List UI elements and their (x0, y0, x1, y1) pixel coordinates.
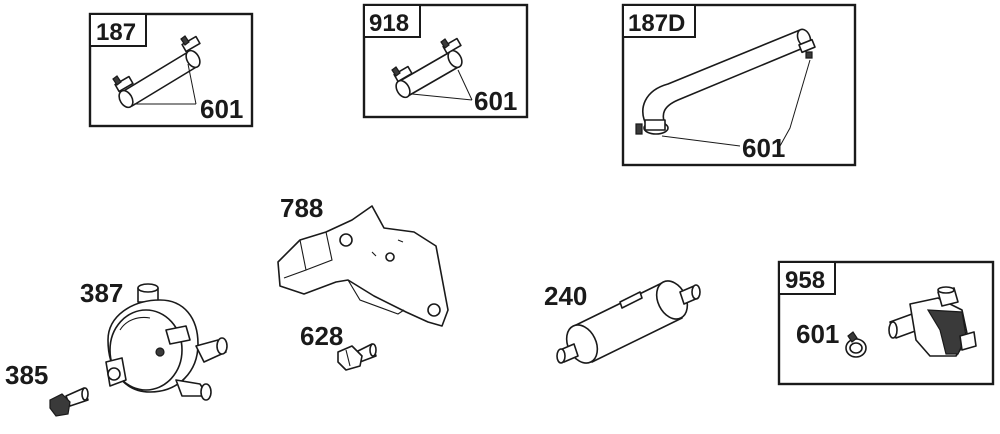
pump-screw-label: 385 (5, 360, 48, 390)
kit-187-tag: 187 (96, 19, 136, 46)
kit-958-clamp-label: 601 (796, 319, 839, 349)
kit-958-tag-frame (778, 261, 836, 295)
fuel-filter-label: 240 (544, 281, 587, 311)
fuel-pump-387-group: 387 (80, 278, 228, 401)
kit-187-group: 187 601 (88, 12, 254, 128)
kit-958-valve-illustration (888, 286, 977, 357)
kit-187d-group: 187D 601 (621, 3, 857, 167)
bolt-628-label: 628 (300, 321, 343, 351)
bracket-788-label: 788 (280, 193, 323, 223)
kit-187d-tag: 187D (628, 10, 685, 37)
kit-918-hose-illustration (391, 37, 463, 99)
kit-187-clamp-label: 601 (200, 94, 243, 124)
fuel-pump-label: 387 (80, 278, 123, 308)
kit-187-tag-frame (89, 13, 147, 47)
kit-918-clamp-label: 601 (474, 86, 517, 116)
fuel-pump-illustration (105, 283, 228, 401)
kit-958-clamp-illustration (845, 331, 867, 358)
kit-187d-leader (661, 59, 811, 147)
screw-385-illustration (49, 387, 89, 417)
kit-187-hose-illustration (112, 35, 201, 109)
bracket-illustration (277, 205, 449, 327)
fuel-filter-240-group: 240 (544, 280, 701, 364)
kit-958-group: 958 601 (777, 260, 995, 386)
fuel-filter-illustration (556, 280, 701, 364)
kit-187d-clamp-label: 601 (742, 133, 785, 163)
kit-918-tag: 918 (369, 10, 409, 37)
bracket-788-group: 788 (277, 193, 449, 327)
bolt-628-group: 628 (300, 321, 377, 371)
kit-918-leader (411, 69, 473, 101)
kit-958-tag: 958 (785, 267, 825, 294)
kit-918-tag-frame (363, 4, 421, 38)
screw-385-group: 385 (5, 360, 89, 417)
kit-187-leader (134, 63, 197, 105)
kit-918-group: 918 601 (362, 3, 529, 119)
kit-187d-hose-illustration (635, 28, 816, 135)
kit-187d-tag-frame (622, 4, 696, 38)
bolt-628-illustration (337, 343, 377, 371)
